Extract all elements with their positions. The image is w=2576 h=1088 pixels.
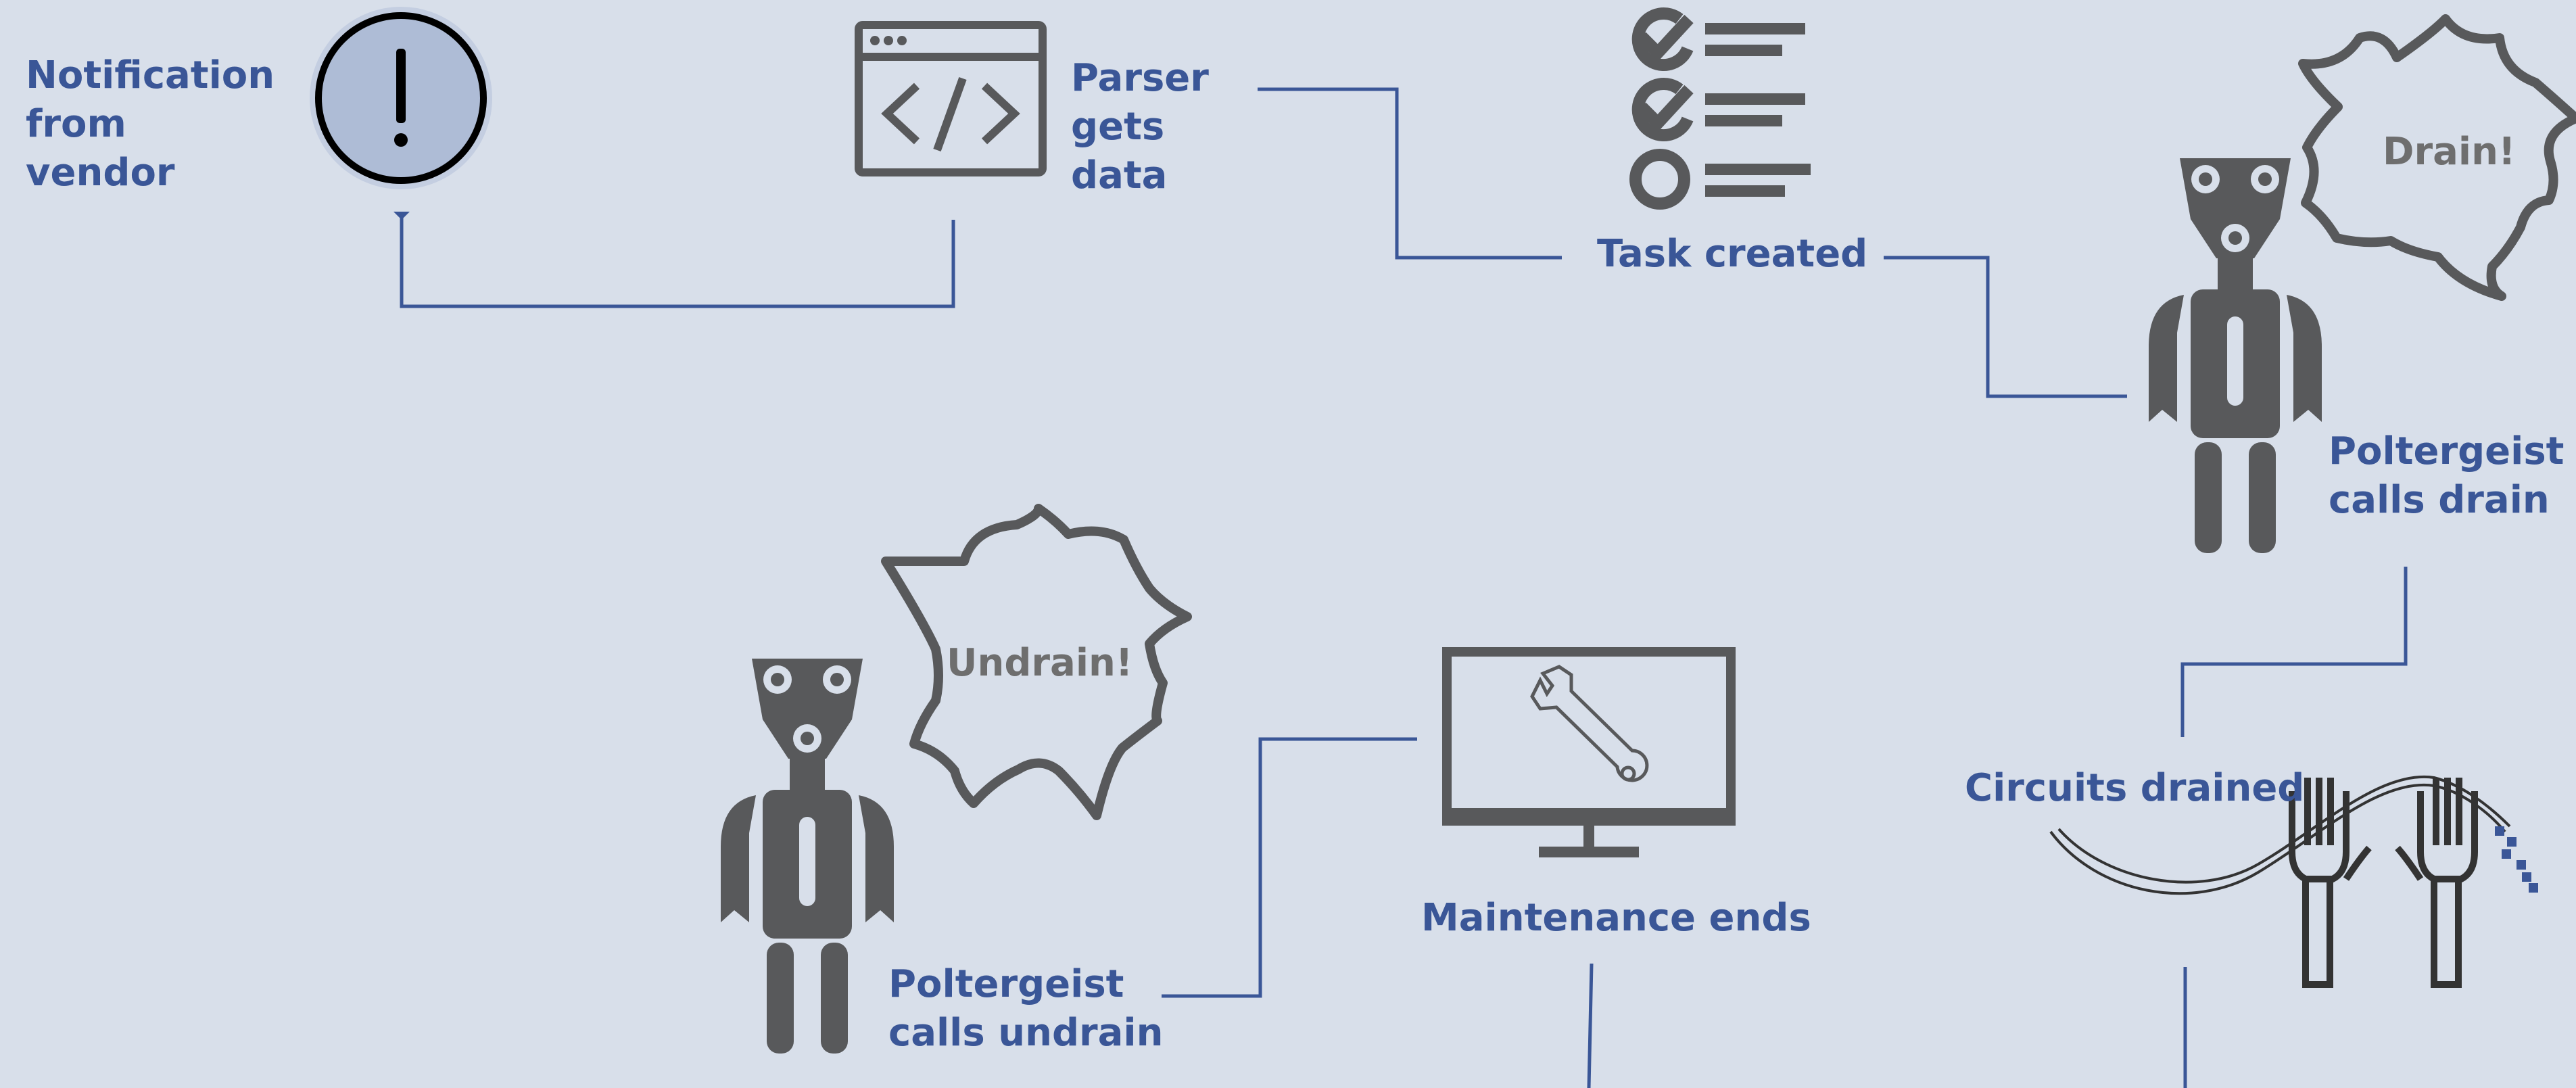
connector-maintenance-down <box>1587 963 1594 1088</box>
exclamation-circle-icon <box>310 7 492 189</box>
connector-maintenance-to-undrain <box>1162 737 1417 998</box>
drain-speech-text: Drain! <box>2383 130 2516 174</box>
drain-speech-burst <box>2298 14 2576 301</box>
robot-icon <box>2149 158 2322 553</box>
connector-drain-to-drained <box>2180 567 2408 737</box>
connector-parser-to-task <box>1258 87 1562 260</box>
parser-label: Parser gets data <box>1071 56 1209 197</box>
connector-parser-to-notification <box>400 215 955 308</box>
plug-left-icon <box>2289 778 2372 988</box>
code-window-icon <box>855 21 1047 176</box>
connector-arrow-head <box>393 212 410 220</box>
checklist-icon <box>1629 7 1811 210</box>
task-created-label: Task created <box>1597 232 1868 276</box>
plug-right-icon <box>2395 778 2478 988</box>
circuits-drained-label: Circuits drained <box>1965 766 2305 810</box>
undrain-speech-text: Undrain! <box>947 641 1133 685</box>
connector-task-to-drain <box>1884 256 2127 398</box>
monitor-wrench-icon <box>1442 647 1736 857</box>
undrain-call-label: Poltergeist calls undrain <box>888 962 1164 1055</box>
maintenance-ends-label: Maintenance ends <box>1421 896 1811 940</box>
code-window-dots <box>870 36 907 45</box>
drain-call-label: Poltergeist calls drain <box>2329 429 2565 522</box>
notification-label: Notification from vendor <box>26 53 275 195</box>
robot-icon <box>721 659 894 1054</box>
spark-dots-icon <box>2495 826 2538 893</box>
undrain-speech-burst <box>881 504 1192 820</box>
